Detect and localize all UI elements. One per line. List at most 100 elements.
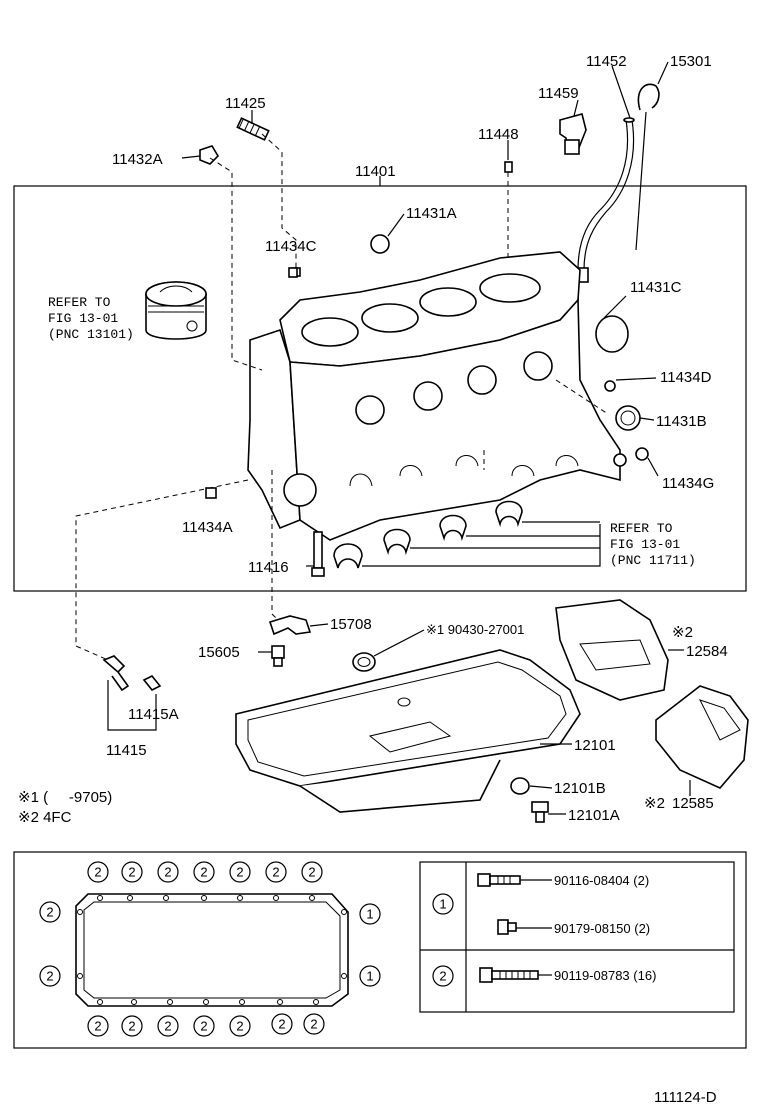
mark-2: 2 xyxy=(310,1017,317,1032)
gasket-legend-frame xyxy=(13,851,747,1049)
label-11434G: 11434G xyxy=(662,475,714,492)
mark-2: 2 xyxy=(128,1019,135,1034)
bolt-icon-90116 xyxy=(477,873,521,887)
label-11432A: 11432A xyxy=(112,151,163,168)
diagram-code: 111124-D xyxy=(654,1089,717,1106)
label-11452: 11452 xyxy=(586,53,627,70)
dipstick-guide-11452 xyxy=(573,117,635,283)
oil-pan-12101 xyxy=(235,649,581,813)
mark-1: 1 xyxy=(366,907,373,922)
label-11448: 11448 xyxy=(478,126,519,143)
label-15301: 15301 xyxy=(670,53,712,70)
mark-2: 2 xyxy=(164,865,171,880)
mark-2: 2 xyxy=(278,1017,285,1032)
mark-2: 2 xyxy=(46,969,53,984)
label-11434A: 11434A xyxy=(182,519,233,536)
nozzle-15605 xyxy=(271,645,285,667)
mark-2: 2 xyxy=(236,1019,243,1034)
bolt-11416 xyxy=(311,531,325,577)
label-11415: 11415 xyxy=(106,742,147,759)
label-11425: 11425 xyxy=(225,95,266,112)
legend-bolt-90179: 90179-08150 (2) xyxy=(554,921,650,936)
mark-2: 2 xyxy=(200,1019,207,1034)
plug-11434G xyxy=(635,447,649,461)
pan-gasket-illustration xyxy=(75,893,349,1007)
mark-2: 2 xyxy=(308,865,315,880)
label-15708: 15708 xyxy=(330,616,372,633)
label-15605: 15605 xyxy=(198,644,240,661)
label-12101A: 12101A xyxy=(568,807,620,824)
mark-2: 2 xyxy=(236,865,243,880)
bolt-legend-table: 1 2 90116-08404 (2) 90179-08150 (2) xyxy=(419,861,735,1013)
plug-11434C xyxy=(288,267,298,278)
label-11431B: 11431B xyxy=(656,413,707,430)
gasket-marks-bottom: 2 2 2 2 2 2 2 xyxy=(87,1013,325,1037)
plug-11448 xyxy=(504,161,513,173)
drain-plug-12101A xyxy=(531,801,549,823)
bearing-set xyxy=(333,500,523,569)
label-11434D: 11434D xyxy=(660,369,712,386)
plug-11434A xyxy=(205,487,217,499)
mark-2: 2 xyxy=(200,865,207,880)
sensor-11415 xyxy=(102,655,130,692)
refer-bearing-line3: (PNC 11711) xyxy=(610,553,696,568)
refer-bearing-line2: FIG 13-01 xyxy=(610,537,680,552)
piston-illustration xyxy=(145,281,207,340)
refer-piston-line1: REFER TO xyxy=(48,295,111,310)
label-12584: 12584 xyxy=(686,643,728,660)
mark-2: 2 xyxy=(94,865,101,880)
leader-11432A xyxy=(209,157,263,371)
plug-11432A xyxy=(199,145,220,165)
seal-11431B xyxy=(615,405,641,431)
label-12101B: 12101B xyxy=(554,780,606,797)
leader-dash-b xyxy=(555,379,609,415)
label-11415A: 11415A xyxy=(128,706,179,723)
cylinder-block-11401 xyxy=(247,251,627,541)
footnote-1: ※1 ( -9705) xyxy=(18,789,112,806)
stud-11425 xyxy=(236,117,270,141)
mark-2: 2 xyxy=(164,1019,171,1034)
mark-2: 2 xyxy=(46,905,53,920)
refer-piston-line2: FIG 13-01 xyxy=(48,311,118,326)
note-mark2-12585: ※2 xyxy=(644,795,665,812)
label-11459: 11459 xyxy=(538,85,579,102)
label-11401: 11401 xyxy=(355,163,396,180)
label-11434C: 11434C xyxy=(265,238,317,255)
cover-12585 xyxy=(655,685,749,789)
refer-bearing-line1: REFER TO xyxy=(610,521,673,536)
mark-2: 2 xyxy=(128,865,135,880)
refer-piston-line3: (PNC 13101) xyxy=(48,327,134,342)
bracket-15708 xyxy=(268,615,312,636)
label-12585: 12585 xyxy=(672,795,714,812)
mark-2: 2 xyxy=(94,1019,101,1034)
cover-12584 xyxy=(555,599,669,701)
gasket-marks-top: 2 2 2 2 2 2 2 xyxy=(87,861,323,883)
label-11431A: 11431A xyxy=(406,205,457,222)
legend-bolt-90119: 90119-08783 (16) xyxy=(554,968,656,983)
label-12101: 12101 xyxy=(574,737,616,754)
legend-bolt-90116: 90116-08404 (2) xyxy=(554,873,649,888)
gasket-90430 xyxy=(352,652,376,672)
label-11431C: 11431C xyxy=(630,279,682,296)
gasket-12101B xyxy=(510,777,530,795)
bolt-icon-90179 xyxy=(497,919,517,935)
mark-1: 1 xyxy=(366,969,373,984)
plug-11434D xyxy=(604,380,616,392)
label-11416: 11416 xyxy=(248,559,289,576)
leader-11415 xyxy=(75,479,249,661)
legend-mark-2: 2 xyxy=(439,969,446,984)
leader-11425 xyxy=(261,133,297,268)
plug-11431C xyxy=(595,315,629,353)
dipstick-15301 xyxy=(635,83,660,251)
plug-11431A xyxy=(370,234,390,254)
bolt-icon-90119 xyxy=(479,967,539,983)
label-90430: ※1 90430-27001 xyxy=(426,622,524,637)
gasket-marks-sides: 2 2 1 1 xyxy=(39,901,381,987)
legend-mark-1: 1 xyxy=(439,897,446,912)
note-mark2-12584: ※2 xyxy=(672,624,693,641)
clamp-11459 xyxy=(559,113,587,155)
mark-2: 2 xyxy=(272,865,279,880)
footnote-2: ※2 4FC xyxy=(18,809,72,826)
bolt-11415A xyxy=(142,674,162,692)
